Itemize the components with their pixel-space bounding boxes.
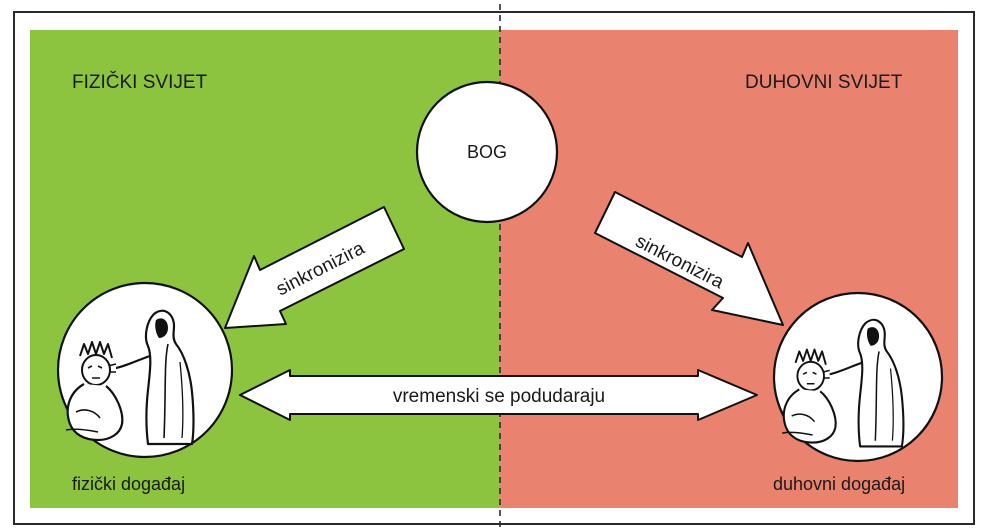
physical-event-caption: fizički događaj (72, 474, 185, 494)
time-coincide-label: vremenski se podudaraju (393, 386, 605, 407)
diagram-frame (13, 11, 975, 525)
spiritual-world-label: DUHOVNI SVIJET (745, 72, 903, 93)
god-circle (415, 80, 559, 224)
time-coincide-arrow: vremenski se podudaraju (239, 369, 758, 421)
spiritual-event-circle (772, 291, 944, 463)
physical-event-circle (56, 281, 234, 459)
god-label: BOG (467, 142, 507, 162)
spiritual-event-caption: duhovni događaj (773, 474, 905, 494)
physical-world-label: FIZIČKI SVIJET (72, 71, 208, 93)
